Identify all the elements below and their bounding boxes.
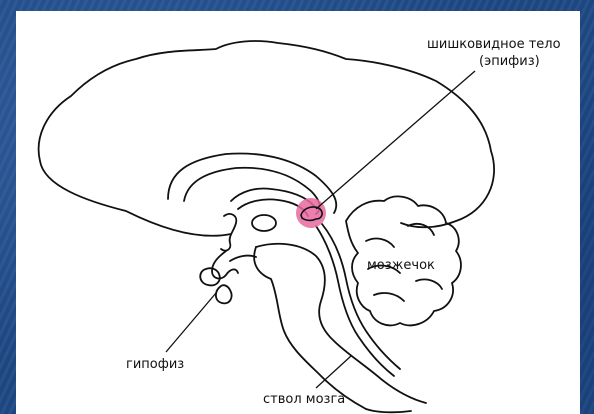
pituitary-label: гипофиз — [126, 357, 184, 372]
pituitary-gland — [200, 268, 220, 285]
thalamus — [252, 215, 276, 231]
brainstem-label: ствол мозга — [263, 392, 345, 407]
pineal-sublabel: (эпифиз) — [479, 54, 540, 69]
pituitary-leader-line — [166, 293, 216, 352]
diagram-panel: шишковидное тело (эпифиз) мозжечок гипоф… — [16, 11, 580, 414]
brainstem-leader-line — [316, 356, 351, 388]
cerebrum-outline — [39, 41, 494, 236]
pineal-leader-line — [316, 71, 475, 209]
pineal-label: шишковидное тело — [427, 37, 561, 52]
brain-diagram — [16, 11, 580, 414]
cerebellum-label: мозжечок — [367, 258, 435, 273]
